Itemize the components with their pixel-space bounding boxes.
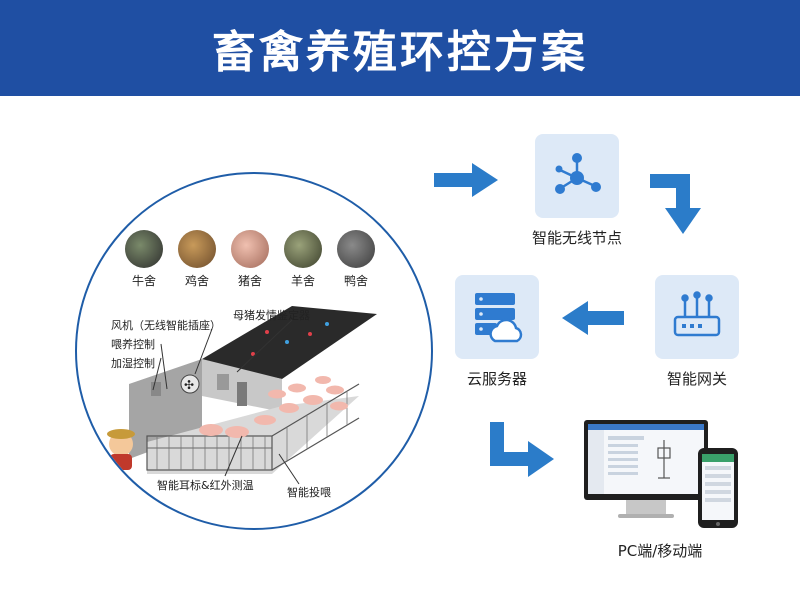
farm-circle: 牛舍 鸡舍 猪舍 羊舍 鸭舍 bbox=[75, 172, 433, 530]
pc-mobile-devices bbox=[584, 420, 738, 528]
animal-label: 鸡舍 bbox=[184, 274, 209, 288]
animal-label: 牛舍 bbox=[131, 274, 156, 288]
animal-chicken: 鸡舍 bbox=[178, 230, 216, 289]
header-banner: 畜禽养殖环控方案 bbox=[0, 0, 800, 96]
chicken-photo bbox=[178, 230, 216, 268]
animal-label: 猪舍 bbox=[237, 274, 262, 288]
feeding-control-label: 喂养控制 bbox=[111, 338, 155, 351]
cloud-server-box bbox=[455, 275, 539, 359]
animal-cattle: 牛舍 bbox=[125, 230, 163, 289]
arrow-turn-right-icon bbox=[490, 422, 554, 477]
svg-text:✣: ✣ bbox=[184, 378, 194, 392]
pig-photo bbox=[231, 230, 269, 268]
fan-label: 风机（无线智能插座） bbox=[111, 319, 221, 332]
arrow-left-icon bbox=[562, 301, 624, 335]
cattle-photo bbox=[125, 230, 163, 268]
gateway-label: 智能网关 bbox=[666, 370, 727, 388]
animal-sheep: 羊舍 bbox=[284, 230, 322, 289]
barn-illustration: ✣ bbox=[107, 306, 377, 485]
router-icon bbox=[673, 291, 721, 337]
pc-mobile-label: PC端/移动端 bbox=[617, 542, 703, 560]
page-title: 畜禽养殖环控方案 bbox=[212, 27, 588, 78]
sow-detector-label: 母猪发情鉴定器 bbox=[233, 309, 310, 322]
arrow-right-icon bbox=[434, 163, 498, 197]
network-node-icon bbox=[555, 153, 601, 194]
arrow-turn-down-icon bbox=[650, 174, 701, 234]
humidify-control-label: 加湿控制 bbox=[111, 357, 155, 370]
animal-label: 鸭舍 bbox=[343, 274, 368, 288]
wireless-node-box bbox=[535, 134, 619, 218]
animal-duck: 鸭舍 bbox=[337, 230, 375, 289]
smart-feeding-label: 智能投喂 bbox=[287, 486, 331, 499]
sheep-photo bbox=[284, 230, 322, 268]
gateway-box bbox=[655, 275, 739, 359]
duck-photo bbox=[337, 230, 375, 268]
cloud-server-icon bbox=[475, 293, 523, 343]
animal-label: 羊舍 bbox=[290, 274, 315, 288]
animal-pig: 猪舍 bbox=[231, 230, 269, 289]
ear-tag-label: 智能耳标&红外测温 bbox=[157, 479, 254, 492]
cloud-server-label: 云服务器 bbox=[466, 370, 527, 388]
wireless-node-label: 智能无线节点 bbox=[531, 229, 622, 247]
